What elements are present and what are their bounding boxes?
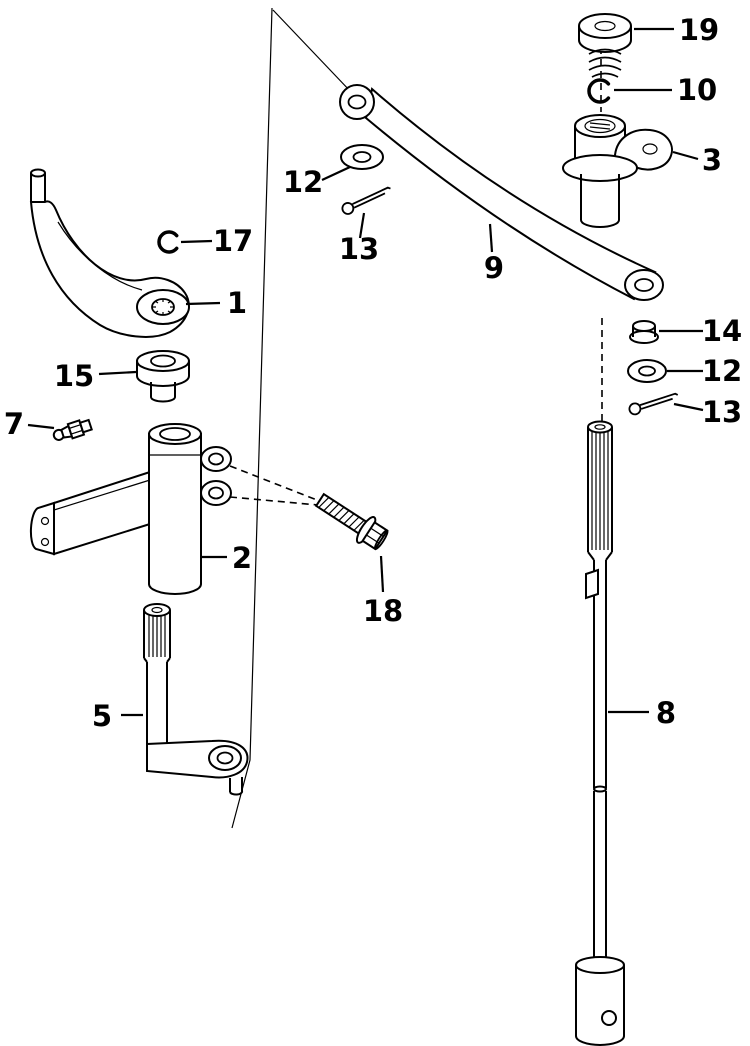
callout-18: 18: [363, 594, 403, 628]
callout-3: 3: [702, 143, 722, 177]
part-5-splined-shaft: [143, 603, 249, 796]
part-19-plug: [578, 13, 632, 78]
callout-13-upper: 13: [339, 232, 379, 266]
callout-17: 17: [213, 224, 253, 258]
panel-edge-line: [231, 7, 353, 829]
callout-2: 2: [232, 541, 252, 575]
callout-15: 15: [54, 359, 94, 393]
part-15-bushing: [136, 350, 190, 403]
callout-5: 5: [92, 699, 112, 733]
part-18-flange-bolt: [314, 492, 389, 551]
part-1-lever: [29, 168, 190, 338]
part-12-washer-upper: [340, 144, 384, 170]
part-13-cotter-pin-lower: [628, 392, 679, 416]
part-17-c-clip: [157, 230, 179, 254]
callout-14: 14: [702, 314, 742, 348]
callout-labels: 19 10 3 12 13 9 17 1 14 12 13 15 7 2 18 …: [4, 13, 742, 733]
callout-19: 19: [679, 13, 719, 47]
part-13-cotter-pin-upper: [341, 186, 391, 215]
callout-8: 8: [656, 696, 676, 730]
callout-7: 7: [4, 407, 24, 441]
callout-1: 1: [227, 286, 247, 320]
callout-10: 10: [677, 73, 717, 107]
callout-12-lower: 12: [702, 354, 742, 388]
axis-dashed-lines: [229, 47, 603, 506]
callout-9: 9: [484, 251, 504, 285]
part-10-snap-ring: [587, 78, 611, 104]
part-9-shift-lever-arm: [339, 84, 664, 301]
callout-12-upper: 12: [283, 165, 323, 199]
part-12-washer-lower: [627, 359, 667, 383]
part-2-bracket-body: [30, 423, 232, 595]
callout-13-lower: 13: [702, 395, 742, 429]
part-7-grease-fitting: [52, 418, 93, 441]
part-14-cap: [629, 320, 659, 344]
leader-lines: [27, 27, 704, 717]
part-8-shift-rod: [575, 420, 625, 1046]
part-3-bushing-mount: [562, 114, 673, 228]
